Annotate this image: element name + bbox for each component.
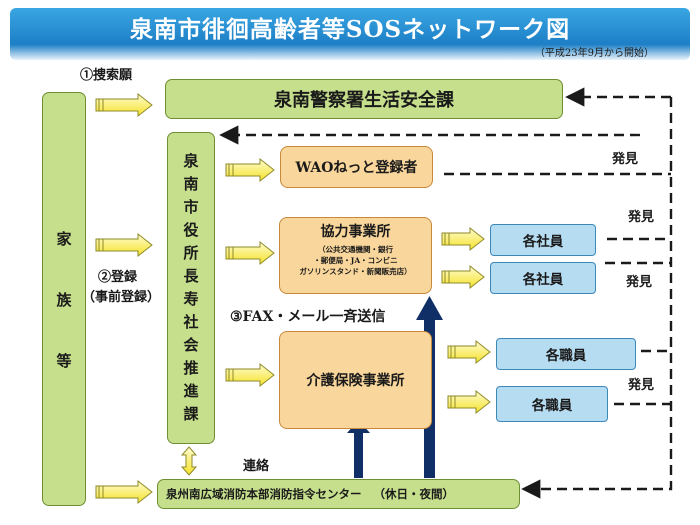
cooperating-detail: ガソリンスタンド・新聞販売店） [299, 267, 412, 276]
cityhall-char: 泉 [183, 152, 199, 170]
label-broadcast: ③FAX・メール一斉送信 [230, 309, 386, 325]
label-registration: ②登録 [98, 270, 138, 285]
cooperating-businesses-box: 協力事業所 （公共交通機関・銀行 ・郵便局・JA・コンビニ ガソリンスタンド・新… [279, 217, 432, 294]
header-banner [10, 8, 690, 60]
fire-center-box: 泉州南広域消防本部消防指令センター （休日・夜間） [157, 479, 520, 509]
care-providers-box: 介護保険事業所 [279, 331, 432, 429]
cityhall-char: 寿 [183, 290, 199, 308]
cityhall-char: 市 [183, 198, 199, 216]
cityhall-char: 課 [183, 405, 199, 423]
cityhall-box: 泉 南 市 役 所 長 寿 社 会 推 進 課 [167, 132, 215, 444]
cooperating-detail: （公共交通機関・銀行 [318, 245, 393, 254]
cooperating-detail: ・郵便局・JA・コンビニ [313, 256, 398, 265]
cityhall-to-wao-arrow [225, 157, 275, 183]
family-box: 家 族 等 [42, 92, 86, 506]
employee-box: 各社員 [490, 262, 596, 294]
label-found: 発見 [612, 152, 639, 167]
diagram-subtitle: （平成23年9月から開始） [534, 48, 654, 59]
label-found: 発見 [626, 275, 653, 290]
cityhall-to-care-arrow [225, 362, 275, 388]
cityhall-char: 会 [183, 336, 199, 354]
fire-center-hours: （休日・夜間） [373, 487, 455, 501]
cityhall-char: 南 [183, 175, 199, 193]
found-return-line-right [521, 97, 673, 499]
fire-center-name: 泉州南広域消防本部消防指令センター [166, 487, 362, 501]
family-char: 家 [56, 229, 72, 248]
cityhall-char: 推 [183, 359, 199, 377]
cityhall-fire-link-arrow [180, 446, 198, 476]
care-to-staff-1-arrow [447, 339, 491, 365]
family-to-cityhall-arrow [95, 232, 153, 258]
label-registration-note: （事前登録） [82, 290, 161, 305]
cityhall-to-cooperating-arrow [225, 240, 275, 266]
label-contact: 連絡 [243, 459, 270, 474]
cooperating-to-employee-1-arrow [441, 226, 485, 252]
cooperating-title: 協力事業所 [320, 224, 391, 240]
cityhall-char: 進 [183, 382, 199, 400]
staff-box: 各職員 [496, 338, 636, 370]
family-to-fire-arrow [95, 479, 153, 505]
cityhall-char: 社 [183, 313, 199, 331]
cityhall-char: 役 [183, 221, 199, 239]
label-found: 発見 [628, 378, 655, 393]
wao-registrants-box: WAOねっと登録者 [280, 146, 433, 188]
diagram-title: 泉南市徘徊高齢者等SOSネットワーク図 [129, 16, 571, 43]
label-found: 発見 [628, 210, 655, 225]
staff-box: 各職員 [496, 386, 608, 422]
employee-box: 各社員 [490, 224, 596, 256]
care-to-staff-2-arrow [447, 389, 491, 415]
family-char: 族 [56, 290, 72, 309]
cooperating-to-employee-2-arrow [441, 264, 485, 290]
police-box: 泉南警察署生活安全課 [165, 79, 563, 119]
label-search-request: ①捜索願 [80, 68, 133, 83]
cityhall-char: 長 [183, 267, 199, 285]
family-char: 等 [56, 351, 72, 370]
cityhall-char: 所 [183, 244, 199, 262]
family-to-police-arrow [95, 92, 153, 118]
